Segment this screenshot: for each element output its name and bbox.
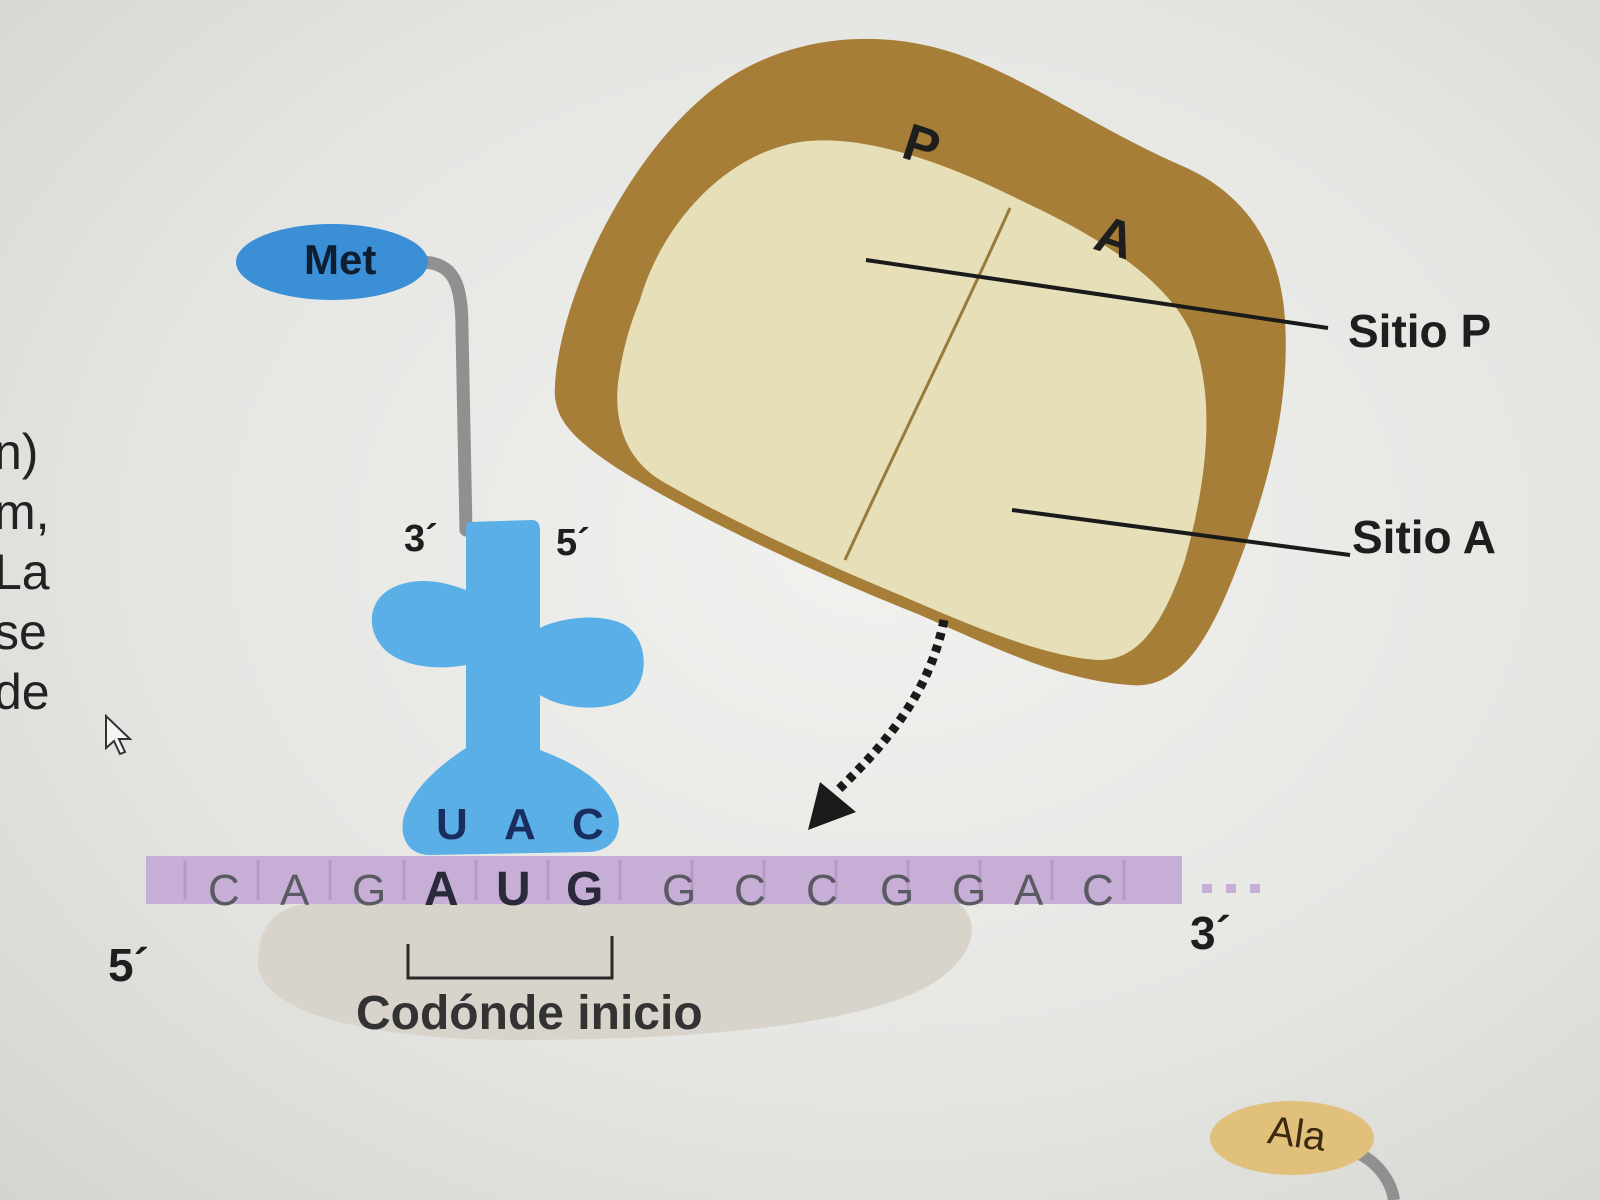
mrna-base: G: [952, 866, 987, 915]
mrna-base: C: [1082, 866, 1114, 915]
sitio-p-label: Sitio P: [1348, 305, 1492, 357]
mrna-base: G: [662, 866, 697, 915]
mrna-ticks: [183, 860, 1126, 900]
met-label: Met: [304, 236, 377, 283]
trna-acceptor-stem: [413, 255, 473, 537]
side-text-line: n): [0, 424, 39, 480]
mrna-base: A: [1014, 866, 1044, 915]
mrna-base: C: [806, 866, 838, 915]
mouse-cursor-icon: [105, 714, 133, 756]
mrna-5-prime-label: 5´: [108, 939, 149, 991]
mrna-strand: [146, 856, 1182, 904]
sitio-a-label: Sitio A: [1352, 511, 1496, 563]
ala-label: Ala: [1265, 1108, 1329, 1160]
start-codon-base: G: [566, 863, 604, 916]
trna-3-prime-label: 3´: [404, 518, 438, 560]
dotted-arrow-line: [834, 619, 949, 794]
ribosome-site-divider: [843, 207, 1012, 561]
trna-5-prime-label: 5´: [556, 522, 590, 564]
mrna-continuation-dots: [1202, 884, 1260, 893]
mrna-base: G: [880, 866, 915, 915]
start-codon-base: U: [496, 863, 531, 916]
mrna-base: C: [208, 866, 240, 915]
mrna-3-prime-label: 3´: [1190, 907, 1231, 959]
anticodon-base: A: [504, 800, 536, 849]
side-text-line: se: [0, 604, 47, 660]
dotted-arrow-head: [808, 782, 856, 830]
met-amino-acid: [236, 224, 428, 300]
mrna-base: C: [734, 866, 766, 915]
start-codon-bracket: [406, 936, 614, 980]
small-ribosomal-subunit: [257, 883, 972, 1040]
anticodon-base: C: [572, 800, 604, 849]
side-text-line: m,: [0, 484, 50, 540]
sitio-p-leader: [865, 258, 1329, 330]
anticodon-base: U: [436, 800, 468, 849]
start-codon-label: Codónde inicio: [356, 987, 703, 1040]
ribosome-inner-region: [617, 140, 1207, 660]
ala-amino-acid: [1210, 1101, 1374, 1175]
side-text-line: de: [0, 664, 50, 720]
side-text-line: La: [0, 544, 50, 600]
mrna-base: G: [352, 866, 387, 915]
trna-body: [371, 520, 644, 855]
sitio-a-leader: [1011, 508, 1351, 557]
start-codon-base: A: [424, 863, 459, 916]
side-text: n) m, La se de: [0, 422, 50, 722]
mrna-base: A: [280, 866, 310, 915]
